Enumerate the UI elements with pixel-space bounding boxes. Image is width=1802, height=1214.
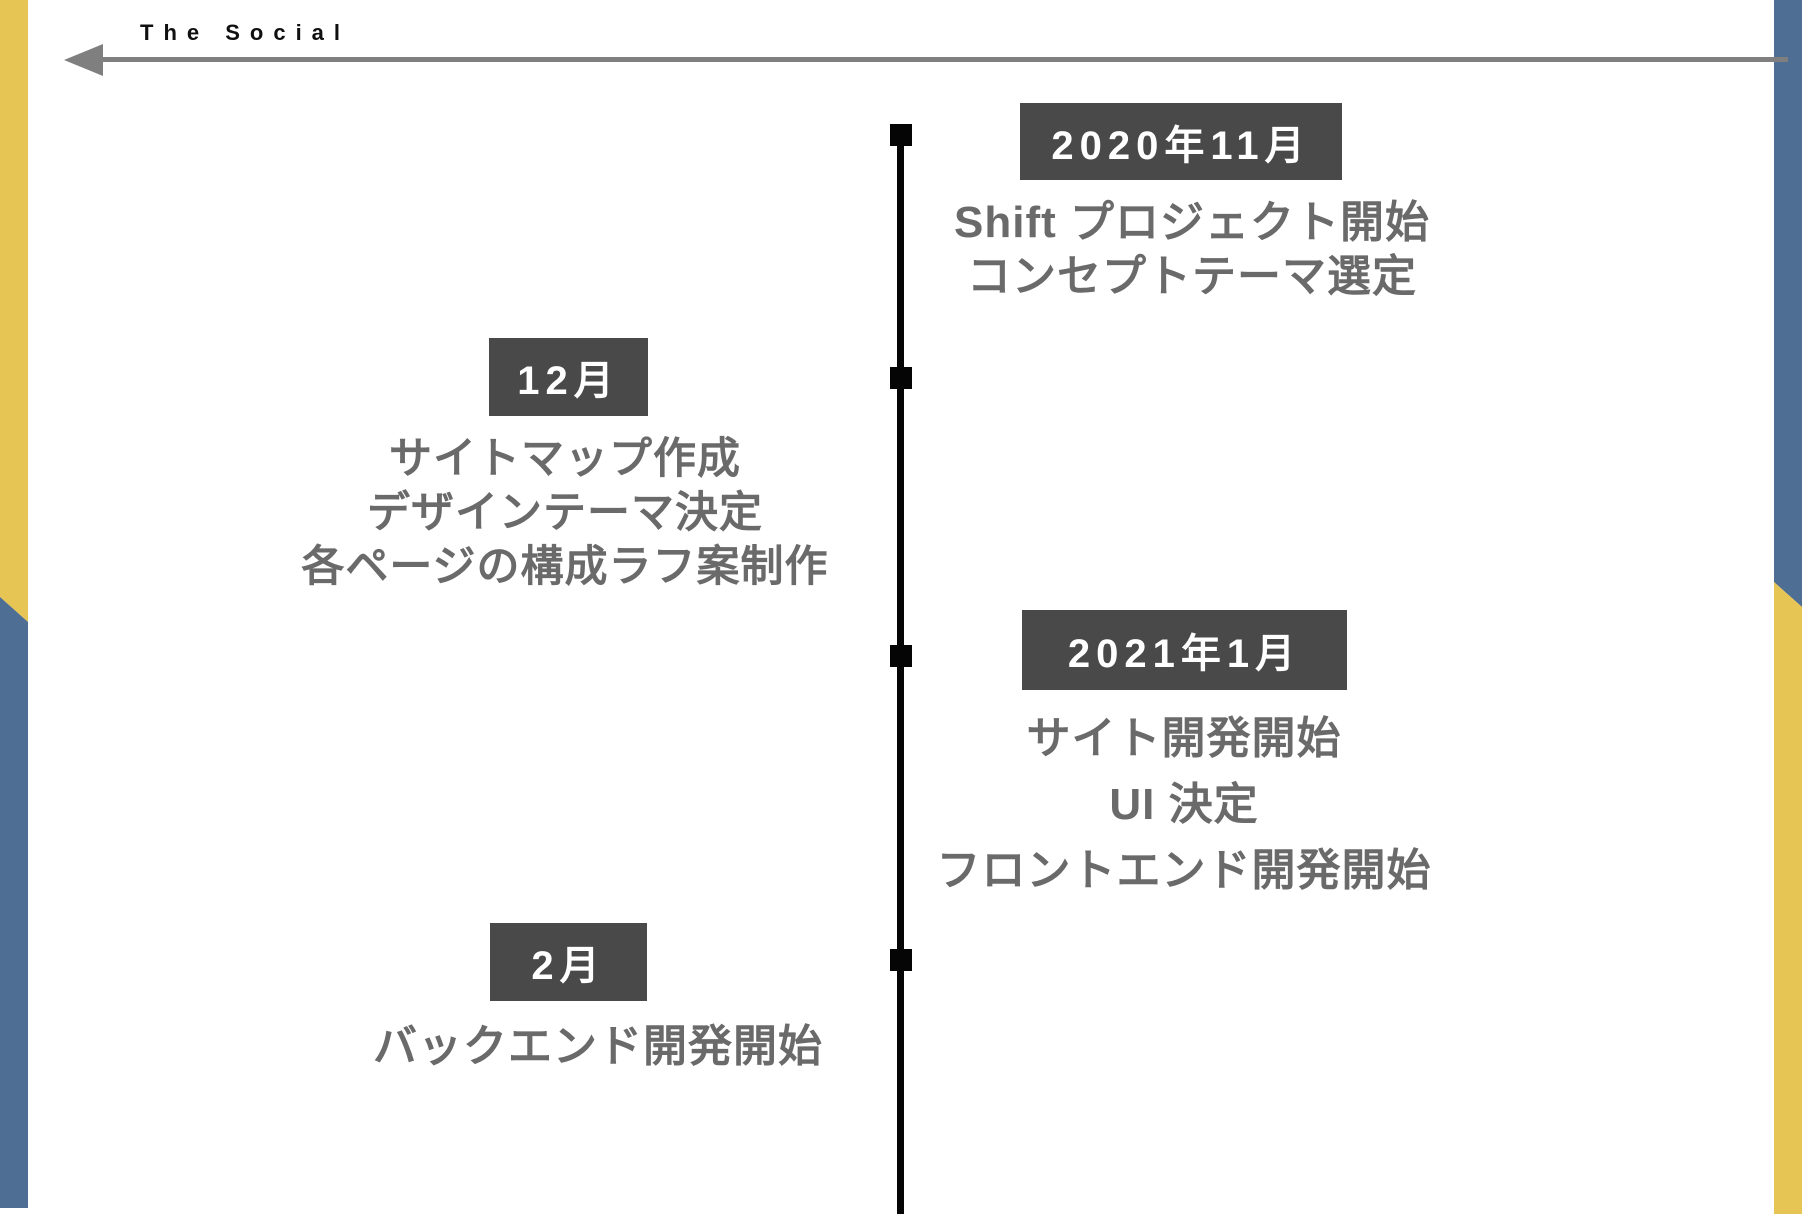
left-yellow-bar [0,0,28,622]
date-badge-02: 2月 [490,923,647,1001]
header-arrow-line [95,57,1788,62]
right-yellow-bar [1774,582,1802,1214]
brand-title: The Social [140,20,351,45]
event-line: サイト開発開始 [1026,714,1342,763]
timeline-axis [897,128,904,1214]
event-text-2020-11: Shift プロジェクト開始 コンセプトテーマ選定 [892,196,1492,304]
timeline-marker-1 [890,124,912,146]
left-blue-bar [0,597,28,1208]
timeline-marker-3 [890,645,912,667]
event-line: 各ページの構成ラフ案制作 [301,543,829,591]
timeline-marker-2 [890,367,912,389]
event-text-02: バックエンド開発開始 [298,1020,898,1074]
event-line: バックエンド開発開始 [373,1022,823,1071]
event-line: デザインテーマ決定 [367,489,763,537]
event-line: Shift プロジェクト開始 [954,198,1430,247]
event-line: フロントエンド開発開始 [936,846,1432,895]
event-line: コンセプトテーマ選定 [967,252,1417,301]
event-text-2021-01: サイト開発開始 UI 決定 フロントエンド開発開始 [884,706,1484,904]
event-line: サイトマップ作成 [389,435,741,483]
event-text-12: サイトマップ作成 デザインテーマ決定 各ページの構成ラフ案制作 [265,432,865,594]
event-line: UI 決定 [1109,780,1259,829]
timeline-marker-4 [890,949,912,971]
right-blue-bar [1774,0,1802,607]
date-badge-2021-01: 2021年1月 [1022,610,1347,690]
date-badge-2020-11: 2020年11月 [1020,103,1342,180]
date-badge-12: 12月 [489,338,648,416]
